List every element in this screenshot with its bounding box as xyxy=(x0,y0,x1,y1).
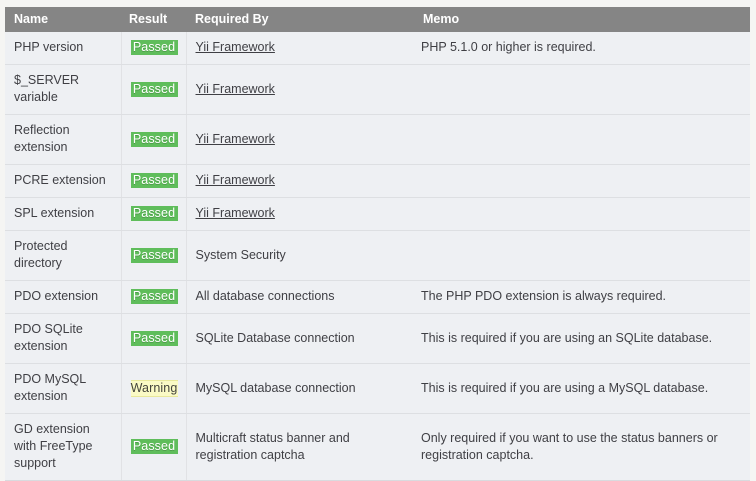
table-row: Reflection extension Passed Yii Framework xyxy=(5,114,750,165)
memo-cell: Only required if you want to use the sta… xyxy=(412,413,750,481)
status-badge: Passed xyxy=(130,247,178,263)
status-badge: Passed xyxy=(130,206,178,221)
memo-cell xyxy=(412,64,750,115)
requirement-name: PDO SQLite extension xyxy=(5,313,121,364)
table-row: SPL extension Passed Yii Framework xyxy=(5,197,750,231)
result-cell: Passed xyxy=(120,114,187,165)
required-by-text: MySQL database connection xyxy=(195,380,356,395)
table-row: PDO SQLite extension Passed SQLite Databas… xyxy=(5,313,750,364)
status-badge: Passed xyxy=(130,40,178,55)
table-row: $_SERVER variable Passed Yii Framework xyxy=(5,64,750,115)
required-by-text: All database connections xyxy=(195,289,335,303)
column-header-name: Name xyxy=(5,7,121,32)
requirement-name: PDO extension xyxy=(5,280,121,314)
result-cell: Passed xyxy=(120,230,187,281)
requirement-name: GD extension with FreeType support xyxy=(5,413,121,481)
required-by-link[interactable]: Yii Framework xyxy=(195,206,275,220)
result-cell: Passed xyxy=(120,280,187,314)
result-cell: Passed xyxy=(120,413,187,481)
memo-cell: This is required if you are using an SQL… xyxy=(412,313,750,364)
memo-cell: This is required if you are using a MySQ… xyxy=(412,363,750,414)
memo-cell: PHP 5.1.0 or higher is required. xyxy=(412,32,750,65)
result-cell: Warning xyxy=(120,363,187,414)
column-header-result: Result xyxy=(121,7,186,32)
required-by-link[interactable]: Yii Framework xyxy=(195,173,275,187)
result-cell: Passed xyxy=(120,313,187,364)
status-badge: Passed xyxy=(130,439,178,454)
table-row: PHP version Passed Yii Framework PHP 5.1.0 … xyxy=(5,32,750,65)
status-badge: Passed xyxy=(130,289,178,304)
result-cell: Passed xyxy=(120,64,187,115)
memo-cell xyxy=(412,164,750,198)
status-badge: Passed xyxy=(130,131,178,147)
required-by-text: System Security xyxy=(195,247,286,262)
requirement-check-page: Name Result Required By Memo PHP version… xyxy=(5,7,750,481)
requirement-name: Reflection extension xyxy=(5,114,121,165)
required-by-cell: Yii Framework xyxy=(186,197,412,231)
requirement-name: Protected directory xyxy=(5,230,121,281)
column-header-required-by: Required By xyxy=(186,7,412,32)
required-by-cell: Yii Framework xyxy=(186,32,412,65)
status-badge: Passed xyxy=(130,81,178,97)
required-by-cell: All database connections xyxy=(186,280,412,314)
requirement-name: $_SERVER variable xyxy=(5,64,121,115)
required-by-cell: Yii Framework xyxy=(186,114,412,165)
required-by-cell: Yii Framework xyxy=(186,164,412,198)
memo-cell xyxy=(412,114,750,165)
table-row: GD extension with FreeType support Passed… xyxy=(5,413,750,481)
table-header-row: Name Result Required By Memo xyxy=(5,7,750,32)
required-by-cell: Yii Framework xyxy=(186,64,412,115)
requirement-name: PCRE extension xyxy=(5,164,121,198)
table-row: PDO extension Passed All database connecti… xyxy=(5,280,750,314)
column-header-memo: Memo xyxy=(412,7,750,32)
table-header: Name Result Required By Memo xyxy=(5,7,750,32)
required-by-cell: System Security xyxy=(186,230,412,281)
result-cell: Passed xyxy=(120,32,187,65)
requirement-name: SPL extension xyxy=(5,197,121,231)
required-by-cell: Multicraft status banner and registratio… xyxy=(186,413,412,481)
status-badge: Passed xyxy=(130,173,178,188)
table-row: PCRE extension Passed Yii Framework xyxy=(5,164,750,198)
required-by-text: Multicraft status banner and registratio… xyxy=(195,430,350,462)
required-by-link[interactable]: Yii Framework xyxy=(195,40,275,54)
required-by-link[interactable]: Yii Framework xyxy=(195,131,275,146)
memo-cell: The PHP PDO extension is always required… xyxy=(412,280,750,314)
required-by-text: SQLite Database connection xyxy=(195,330,355,345)
table-row: Protected directory Passed System Security xyxy=(5,230,750,281)
requirement-name: PDO MySQL extension xyxy=(5,363,121,414)
result-cell: Passed xyxy=(120,164,187,198)
required-by-cell: MySQL database connection xyxy=(186,363,412,414)
result-cell: Passed xyxy=(120,197,187,231)
memo-cell xyxy=(412,197,750,231)
status-badge: Passed xyxy=(130,330,178,346)
required-by-cell: SQLite Database connection xyxy=(186,313,412,364)
status-badge: Warning xyxy=(130,379,178,397)
required-by-link[interactable]: Yii Framework xyxy=(195,81,275,96)
requirements-table: Name Result Required By Memo PHP version… xyxy=(5,7,750,481)
memo-cell xyxy=(412,230,750,281)
requirement-name: PHP version xyxy=(5,32,121,65)
table-row: PDO MySQL extension Warning MySQL database… xyxy=(5,363,750,414)
